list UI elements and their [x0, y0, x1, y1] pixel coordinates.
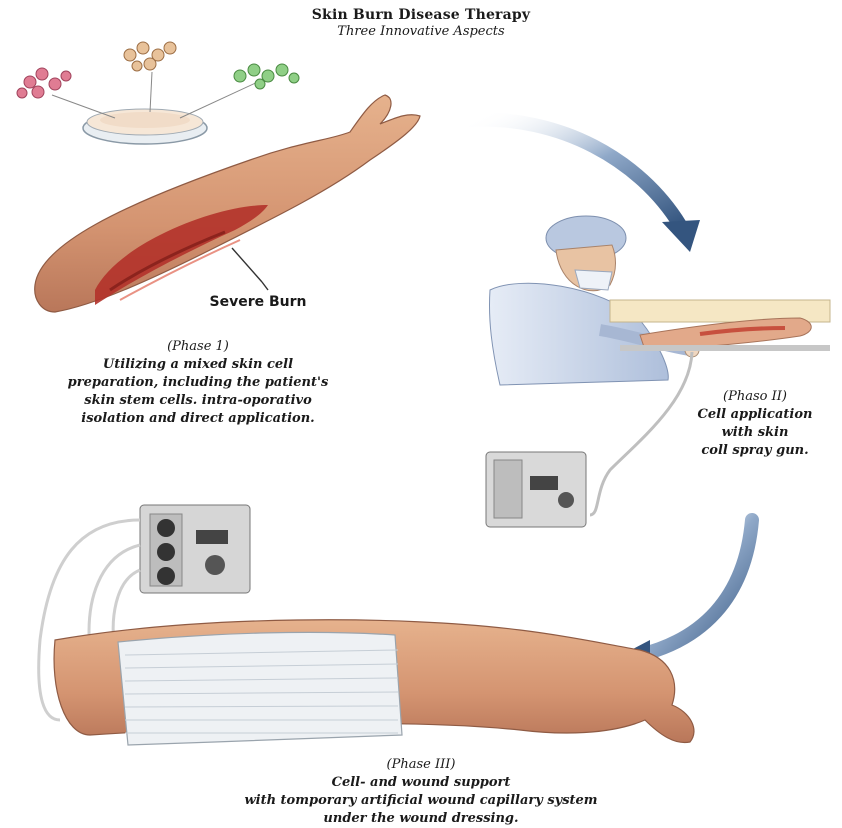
- phase1-caption: (Phase 1) Utilizing a mixed skin cell pr…: [18, 338, 378, 428]
- cell-cluster-green-icon: [234, 64, 299, 89]
- phase1-heading: (Phase 1): [18, 338, 378, 356]
- phase3-heading: (Phase III): [121, 756, 721, 774]
- page-title: Skin Burn Disease Therapy: [221, 6, 621, 24]
- page-subtitle: Three Innovative Aspects: [221, 23, 621, 41]
- severe-burn-label: Severe Burn: [178, 293, 338, 311]
- phase3-line: with tomporary artificial wound capillar…: [121, 792, 721, 810]
- cell-cluster-pink-icon: [17, 68, 71, 98]
- phase2-line: Cell application: [670, 406, 840, 424]
- phase2-line: with skin: [670, 424, 840, 442]
- phase2-line: coll spray gun.: [670, 442, 840, 460]
- phase1-line: Utilizing a mixed skin cell: [18, 356, 378, 374]
- cell-cluster-beige-icon: [124, 42, 176, 71]
- petri-dish-icon: [52, 72, 262, 144]
- phase1-line: isolation and direct application.: [18, 410, 378, 428]
- dressed-arm: [54, 620, 694, 745]
- phase2-caption: (Phaso II) Cell application with skin co…: [670, 388, 840, 460]
- phase1-line: skin stem cells. intra-oporativo: [18, 392, 378, 410]
- phase3-line: Cell- and wound support: [121, 774, 721, 792]
- phase3-line: under the wound dressing.: [121, 810, 721, 828]
- phase1-line: preparation, including the patient's: [18, 374, 378, 392]
- phase2-heading: (Phaso II): [670, 388, 840, 406]
- phase3-caption: (Phase III) Cell- and wound support with…: [121, 756, 721, 828]
- wound-dressing: [118, 632, 402, 745]
